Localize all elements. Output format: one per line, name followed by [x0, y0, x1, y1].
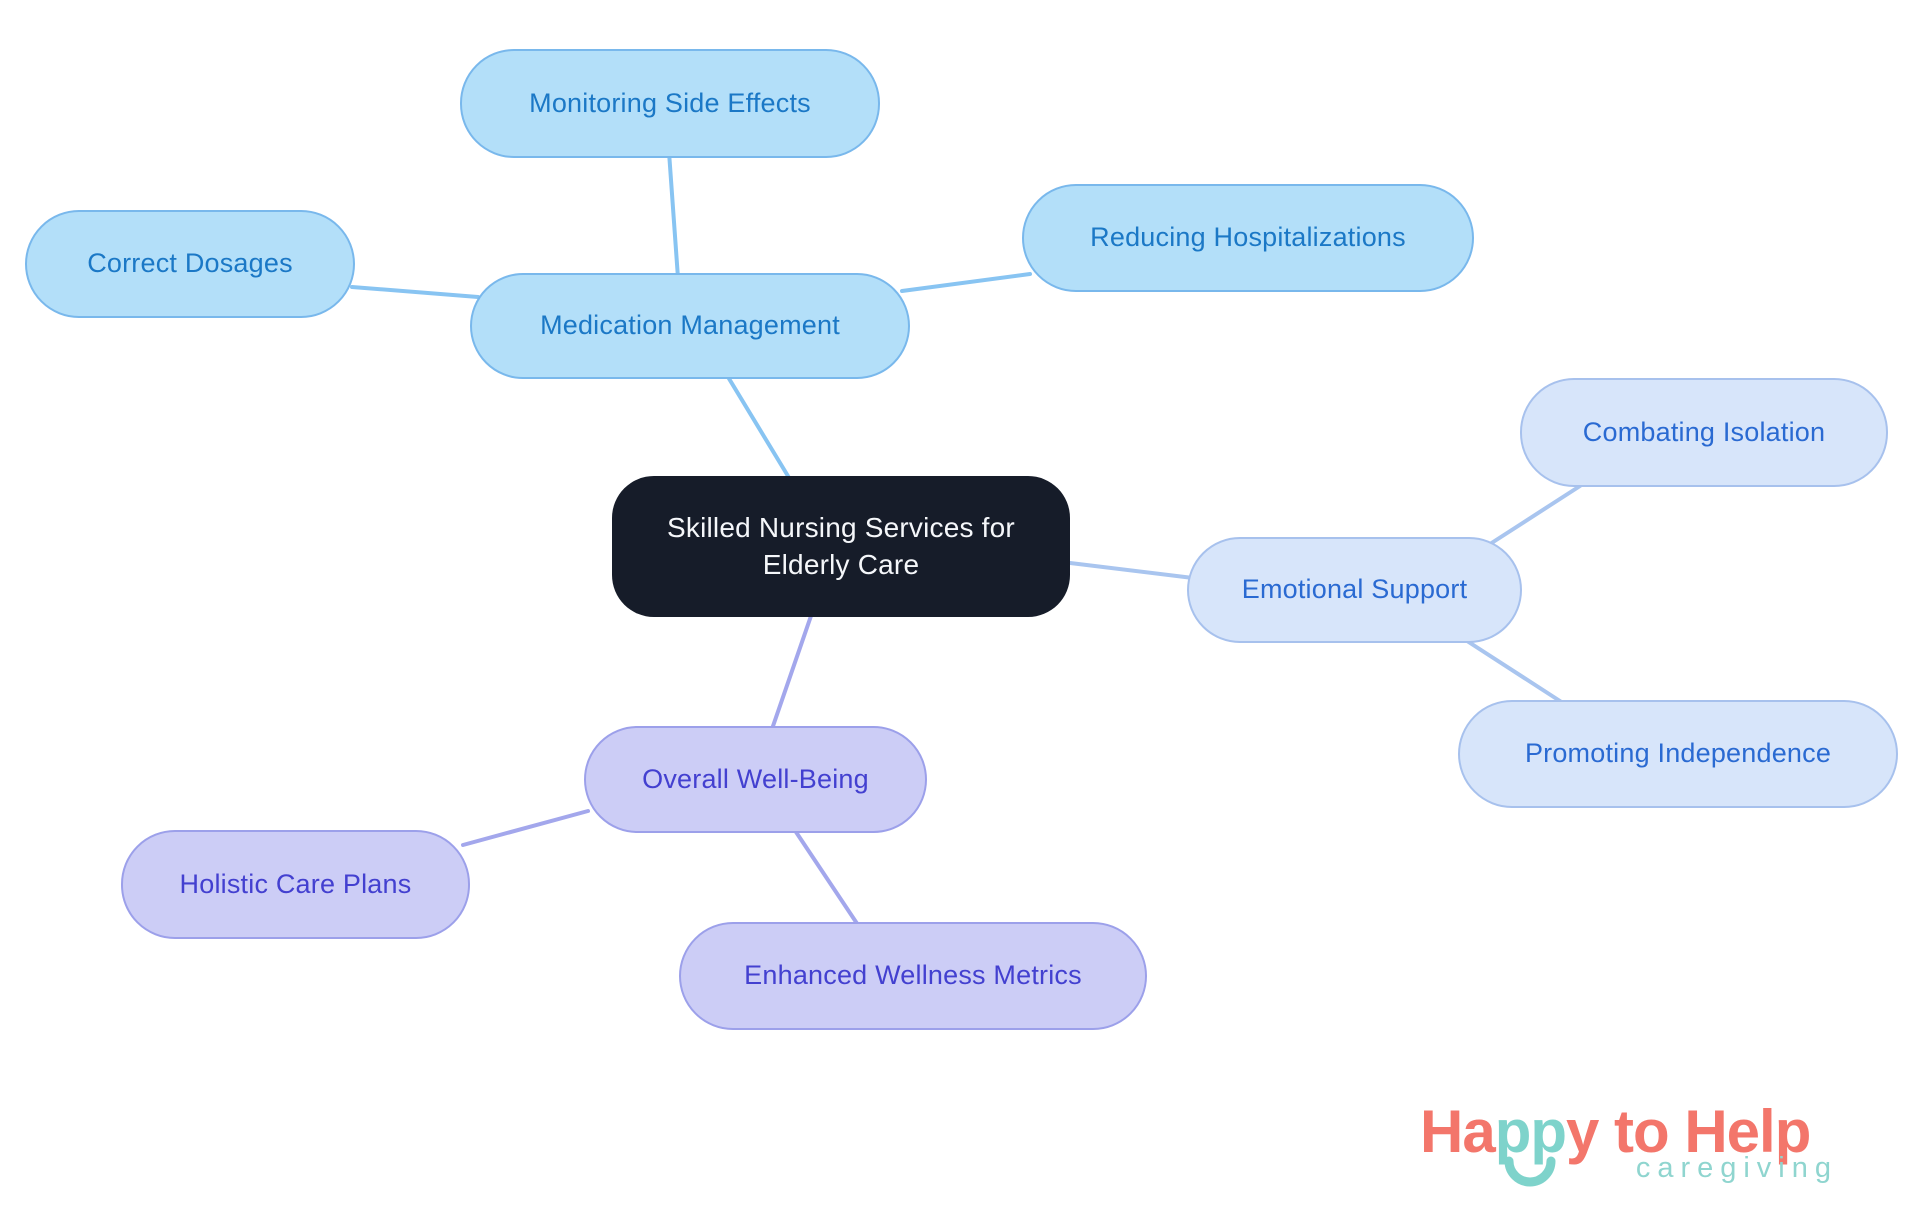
node-overall-well-being[interactable]: Overall Well-Being: [584, 726, 927, 833]
node-label: Correct Dosages: [87, 248, 293, 279]
node-label: Emotional Support: [1241, 574, 1468, 605]
logo-text-pp: pp: [1494, 1098, 1567, 1165]
node-root[interactable]: Skilled Nursing Services for Elderly Car…: [612, 476, 1070, 617]
brand-logo: Happ y to Help caregiving: [1420, 1102, 1880, 1187]
edge-wellbeing-to-metrics: [792, 827, 860, 927]
edge-emotional-to-isolation: [1488, 484, 1582, 546]
node-label: Reducing Hospitalizations: [1090, 222, 1406, 253]
node-label: Combating Isolation: [1582, 416, 1826, 447]
node-label: Holistic Care Plans: [179, 868, 412, 899]
node-monitoring-side-effects[interactable]: Monitoring Side Effects: [460, 49, 880, 158]
edge-medication-to-monitoring: [667, 150, 680, 280]
node-root-label: Skilled Nursing Services for Elderly Car…: [667, 512, 1015, 580]
edge-wellbeing-to-holistic: [461, 809, 590, 847]
smile-icon: [1504, 1156, 1556, 1187]
node-holistic-care-plans[interactable]: Holistic Care Plans: [121, 830, 470, 939]
edge-root-to-emotional: [1060, 560, 1195, 580]
node-label: Promoting Independence: [1524, 738, 1832, 769]
node-emotional-support[interactable]: Emotional Support: [1187, 537, 1522, 643]
logo-subtitle: caregiving: [1635, 1152, 1838, 1184]
logo-text-ha: Ha: [1420, 1098, 1496, 1165]
node-correct-dosages[interactable]: Correct Dosages: [25, 210, 355, 318]
edge-medication-to-dosages: [350, 285, 480, 299]
node-label: Enhanced Wellness Metrics: [744, 960, 1082, 991]
edge-root-to-wellbeing: [770, 611, 814, 731]
logo-text-y-to-help: y to Help: [1566, 1098, 1811, 1165]
node-medication-management[interactable]: Medication Management: [470, 273, 910, 379]
node-reducing-hospitalizations[interactable]: Reducing Hospitalizations: [1022, 184, 1474, 292]
node-enhanced-wellness-metrics[interactable]: Enhanced Wellness Metrics: [679, 922, 1147, 1030]
node-label: Monitoring Side Effects: [529, 87, 811, 118]
edge-medication-to-root: [723, 370, 793, 483]
node-combating-isolation[interactable]: Combating Isolation: [1520, 378, 1888, 487]
edge-emotional-to-independence: [1462, 637, 1565, 705]
edge-medication-to-reducing: [900, 272, 1032, 293]
node-promoting-independence[interactable]: Promoting Independence: [1458, 700, 1898, 808]
logo-wordmark: Happ y to Help: [1420, 1102, 1880, 1187]
node-label: Medication Management: [540, 310, 840, 341]
node-label: Overall Well-Being: [642, 763, 869, 794]
